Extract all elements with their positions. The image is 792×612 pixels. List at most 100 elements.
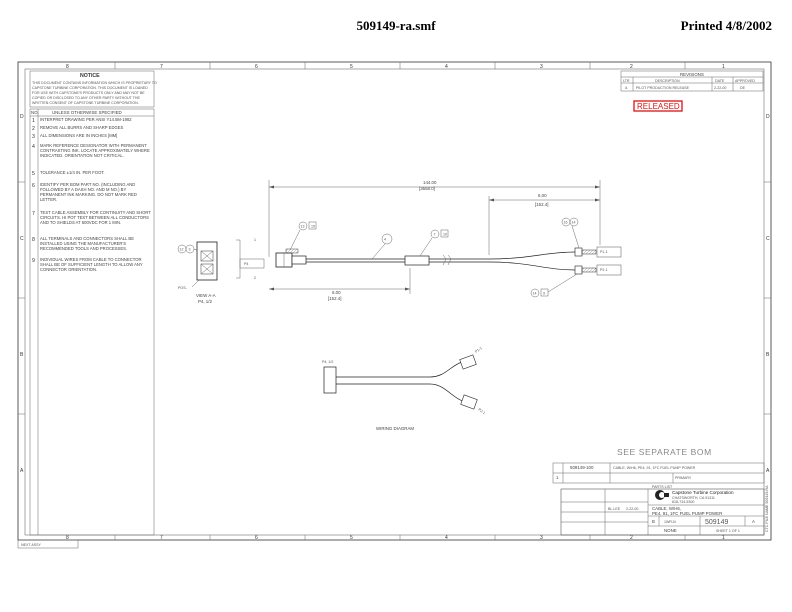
svg-text:P2-1: P2-1 (477, 408, 486, 416)
svg-text:[152.4]: [152.4] (328, 296, 341, 301)
svg-text:3: 3 (189, 248, 191, 252)
svg-text:B: B (652, 519, 655, 524)
svg-text:FOR USE WITH CAPSTONE'S PRODUC: FOR USE WITH CAPSTONE'S PRODUCTS ONLY AN… (32, 91, 145, 95)
see-separate-bom-note: SEE SEPARATE BOM (617, 447, 712, 457)
svg-text:BL.LEE: BL.LEE (608, 507, 621, 511)
svg-text:1: 1 (556, 475, 559, 480)
zone-labels-bottom: 8 7 6 5 4 3 2 1 (66, 535, 725, 541)
svg-text:3: 3 (32, 134, 35, 140)
svg-text:4: 4 (32, 144, 35, 150)
svg-text:2-22-00: 2-22-00 (714, 86, 726, 90)
title-block: BL.LEE 2-22-00 Capstone Turbine Corporat… (560, 488, 765, 536)
svg-text:WRITTEN CONSENT OF CAPSTONE TU: WRITTEN CONSENT OF CAPSTONE TURBINE CORP… (32, 101, 139, 105)
svg-text:C: C (766, 236, 770, 242)
cable-assembly-drawing: 144.00 [3658.0] 6.00 [152.4] 6.00 [152.4… (177, 180, 622, 304)
parts-list: 509149-100 1 CABLE, W/H6, PE4, 91, 1FC F… (552, 462, 765, 489)
svg-text:RELEASED: RELEASED (637, 102, 680, 111)
svg-text:1: 1 (722, 535, 725, 541)
svg-text:8: 8 (32, 237, 35, 243)
svg-text:4: 4 (384, 238, 386, 242)
svg-text:12: 12 (180, 248, 184, 252)
svg-text:9: 9 (543, 292, 545, 296)
svg-text:P4, 1/2: P4, 1/2 (198, 299, 212, 304)
svg-text:13: 13 (301, 225, 305, 229)
svg-text:NO.: NO. (31, 110, 39, 115)
svg-text:7: 7 (434, 233, 436, 237)
svg-text:1: 1 (32, 118, 35, 124)
svg-text:509149-100: 509149-100 (570, 465, 594, 470)
svg-text:DATE: DATE (715, 79, 725, 83)
svg-text:POS-: POS- (178, 286, 188, 290)
svg-text:3: 3 (540, 535, 543, 541)
svg-text:509149: 509149 (705, 519, 728, 526)
svg-text:3: 3 (540, 64, 543, 70)
released-stamp: RELEASED (633, 100, 683, 112)
next-assy-box: NEXT ASSY (17, 539, 79, 549)
svg-text:DE: DE (740, 86, 746, 90)
svg-text:5: 5 (350, 535, 353, 541)
zone-labels-top: 8 7 6 5 4 3 2 1 (66, 64, 725, 70)
svg-text:PE4, 91, 1FC FUEL PUMP POWER: PE4, 91, 1FC FUEL PUMP POWER (652, 511, 722, 516)
svg-text:A: A (752, 519, 755, 524)
svg-text:LTR: LTR (623, 79, 630, 83)
svg-text:7: 7 (160, 64, 163, 70)
svg-text:2: 2 (254, 276, 256, 280)
revisions-table: REVISIONS LTR DESCRIPTION DATE APPROVED … (620, 70, 764, 92)
header-printed-date: Printed 4/8/2002 (680, 18, 772, 33)
wiring-diagram: P4, 1/2 P1-1 P2-1 WIRING DIAGRAM (322, 346, 486, 431)
svg-text:B: B (766, 352, 770, 358)
svg-text:A: A (20, 468, 24, 474)
svg-text:8: 8 (66, 535, 69, 541)
svg-text:6: 6 (255, 535, 258, 541)
svg-text:CABLE, W/H6,: CABLE, W/H6, (652, 506, 681, 511)
svg-text:P4, 1/2: P4, 1/2 (322, 360, 333, 364)
svg-text:VIEW A-A: VIEW A-A (196, 293, 216, 298)
svg-text:C: C (20, 236, 24, 242)
svg-text:[3658.0]: [3658.0] (419, 186, 435, 191)
svg-text:2: 2 (32, 126, 35, 132)
svg-text:14: 14 (572, 221, 576, 225)
svg-text:8: 8 (66, 64, 69, 70)
svg-text:DESCRIPTION: DESCRIPTION (655, 79, 680, 83)
svg-text:COPIED OR DISCLOSED TO ANY OTH: COPIED OR DISCLOSED TO ANY OTHER PARTY W… (32, 96, 141, 100)
header-file-name: 509149-ra.smf (356, 18, 436, 33)
svg-text:4: 4 (445, 64, 448, 70)
svg-text:CHATSWORTH, CA 91311: CHATSWORTH, CA 91311 (672, 496, 715, 500)
svg-text:A: A (625, 86, 628, 90)
svg-text:7: 7 (32, 211, 35, 217)
zone-ticks (18, 62, 771, 540)
general-notes: NO. UNLESS OTHERWISE SPECIFIED 1 INTERPR… (29, 108, 155, 536)
svg-text:6: 6 (255, 64, 258, 70)
zone-labels-left: D C B A (20, 114, 24, 474)
capstone-logo (655, 490, 669, 500)
sheet-inner-border (24, 68, 765, 536)
svg-text:1: 1 (254, 238, 256, 242)
svg-text:14: 14 (533, 292, 537, 296)
svg-text:B: B (20, 352, 24, 358)
svg-text:APPROVED: APPROVED (735, 79, 755, 83)
sheet-outer-border (17, 61, 772, 541)
svg-text:6: 6 (32, 183, 35, 189)
svg-text:NEXT ASSY: NEXT ASSY (21, 543, 42, 547)
svg-text:A: A (766, 468, 770, 474)
svg-text:D: D (766, 114, 770, 120)
svg-text:P4: P4 (244, 262, 248, 266)
svg-text:P1-1: P1-1 (600, 250, 608, 254)
svg-text:1: 1 (722, 64, 725, 70)
svg-text:5: 5 (32, 171, 35, 177)
svg-text:144.00: 144.00 (423, 180, 437, 185)
svg-text:PRIMARY: PRIMARY (675, 476, 692, 480)
svg-text:CAPSTONE TURBINE CORPORATION.: CAPSTONE TURBINE CORPORATION. THIS DOCUM… (32, 86, 148, 90)
svg-text:4: 4 (445, 535, 448, 541)
svg-text:REVISIONS: REVISIONS (680, 72, 704, 77)
notice-block: NOTICE THIS DOCUMENT CONTAINS INFORMATIO… (29, 70, 157, 108)
svg-text:CABLE, W/H6, PE4, 91, 1FC FUEL: CABLE, W/H6, PE4, 91, 1FC FUEL PUMP POWE… (613, 466, 696, 470)
svg-text:5: 5 (350, 64, 353, 70)
svg-text:NONE: NONE (664, 528, 677, 533)
svg-text:Capstone Turbine Corporation: Capstone Turbine Corporation (672, 490, 734, 495)
svg-text:THIS DOCUMENT CONTAINS INFORMA: THIS DOCUMENT CONTAINS INFORMATION WHICH… (32, 81, 157, 85)
svg-text:16: 16 (564, 221, 568, 225)
svg-text:SHEET 1 OF 1: SHEET 1 OF 1 (716, 529, 740, 533)
svg-text:818-734-5300: 818-734-5300 (672, 500, 694, 504)
